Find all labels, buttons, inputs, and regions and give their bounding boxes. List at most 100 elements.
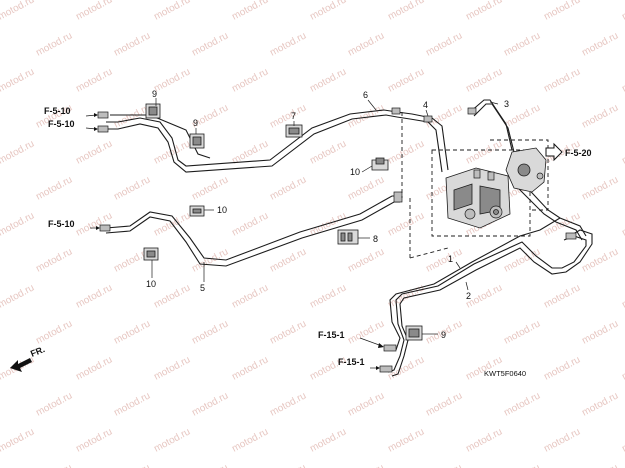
watermark-text: motod.ru <box>308 66 348 94</box>
watermark-text: motod.ru <box>346 246 386 274</box>
watermark-text: motod.ru <box>112 390 152 418</box>
watermark-text: motod.ru <box>346 102 386 130</box>
watermark-text: motod.ru <box>34 246 74 274</box>
pipe-1 <box>389 217 561 351</box>
abs-bracket <box>490 139 549 211</box>
watermark-text: motod.ru <box>580 318 620 346</box>
callout-10-middle: 10 <box>217 205 227 215</box>
callout-5: 5 <box>200 283 205 293</box>
watermark-text: motod.ru <box>620 210 625 238</box>
watermark-text: motod.ru <box>424 30 464 58</box>
watermark-text: motod.ru <box>74 426 114 454</box>
watermark-text: motod.ru <box>346 174 386 202</box>
callout-7: 7 <box>291 111 296 121</box>
watermark-text: motod.ru <box>424 462 464 468</box>
watermark-text: motod.ru <box>308 0 348 23</box>
watermark-text: motod.ru <box>542 66 582 94</box>
watermark-text: motod.ru <box>542 426 582 454</box>
pipe-5 <box>105 195 400 267</box>
front-arrow-icon <box>10 358 32 372</box>
watermark-text: motod.ru <box>580 174 620 202</box>
callout-1: 1 <box>448 254 453 264</box>
watermark-text: motod.ru <box>502 390 542 418</box>
dash-outline <box>401 112 449 259</box>
pipe-upper-left <box>110 114 211 159</box>
watermark-text: motod.ru <box>190 30 230 58</box>
clamp-9-upper <box>145 103 161 119</box>
clamp-9-lower <box>405 325 423 341</box>
watermark-text: motod.ru <box>230 282 270 310</box>
watermark-text: motod.ru <box>386 0 426 23</box>
ref-f-5-20: F-5-20 <box>565 148 592 158</box>
watermark-text: motod.ru <box>542 354 582 382</box>
watermark-text: motod.ru <box>386 66 426 94</box>
watermark-text: motod.ru <box>308 426 348 454</box>
watermark-text: motod.ru <box>268 246 308 274</box>
watermark-text: motod.ru <box>268 318 308 346</box>
watermark-text: motod.ru <box>386 282 426 310</box>
clamp-8 <box>337 229 359 245</box>
watermark-text: motod.ru <box>74 354 114 382</box>
watermark-text: motod.ru <box>34 30 74 58</box>
flare-nuts <box>97 107 577 373</box>
watermark-text: motod.ru <box>34 462 74 468</box>
watermark-text: motod.ru <box>620 0 625 23</box>
watermark-text: motod.ru <box>0 282 36 310</box>
watermark-text: motod.ru <box>74 138 114 166</box>
watermark-text: motod.ru <box>502 462 542 468</box>
watermark-text: motod.ru <box>620 282 625 310</box>
watermark-text: motod.ru <box>502 30 542 58</box>
watermark-text: motod.ru <box>464 138 504 166</box>
watermark-text: motod.ru <box>268 462 308 468</box>
watermark-text: motod.ru <box>190 174 230 202</box>
watermark-text: motod.ru <box>152 354 192 382</box>
watermark-text: motod.ru <box>386 426 426 454</box>
watermark-text: motod.ru <box>0 138 36 166</box>
clamp-9-middle <box>189 133 205 149</box>
watermark-text: motod.ru <box>464 66 504 94</box>
callout-10-upper: 10 <box>350 167 360 177</box>
f-5-20-arrow-icon <box>545 142 563 162</box>
ref-f-5-10-upper: F-5-10 <box>44 106 71 116</box>
watermark-text: motod.ru <box>580 102 620 130</box>
watermark-text: motod.ru <box>424 390 464 418</box>
clip-10-lower <box>143 247 159 261</box>
watermark-text: motod.ru <box>346 318 386 346</box>
watermark-text: motod.ru <box>268 30 308 58</box>
watermark-text: motod.ru <box>620 354 625 382</box>
watermark-text: motod.ru <box>0 66 36 94</box>
watermark-text: motod.ru <box>0 210 36 238</box>
watermark-text: motod.ru <box>190 462 230 468</box>
watermark-text: motod.ru <box>346 390 386 418</box>
callout-2: 2 <box>466 291 471 301</box>
watermark-text: motod.ru <box>152 0 192 23</box>
watermark-text: motod.ru <box>542 282 582 310</box>
watermark-text: motod.ru <box>0 426 36 454</box>
diagram-code: KWT5F0640 <box>484 369 526 378</box>
callout-8: 8 <box>373 234 378 244</box>
watermark-text: motod.ru <box>308 282 348 310</box>
front-label: FR. <box>29 344 46 359</box>
watermark-text: motod.ru <box>112 174 152 202</box>
watermark-text: motod.ru <box>112 462 152 468</box>
watermark-text: motod.ru <box>464 426 504 454</box>
watermark-text: motod.ru <box>74 0 114 23</box>
callout-9-lower: 9 <box>441 330 446 340</box>
watermark-text: motod.ru <box>620 426 625 454</box>
watermark-text: motod.ru <box>580 246 620 274</box>
watermark-text: motod.ru <box>74 282 114 310</box>
watermark-text: motod.ru <box>230 66 270 94</box>
watermark-text: motod.ru <box>34 390 74 418</box>
watermark-text: motod.ru <box>386 210 426 238</box>
abs-modulator <box>431 149 531 237</box>
callout-4: 4 <box>423 100 428 110</box>
callout-6: 6 <box>363 90 368 100</box>
watermark-text: motod.ru <box>230 354 270 382</box>
watermark-text: motod.ru <box>502 318 542 346</box>
watermark-text: motod.ru <box>580 462 620 468</box>
callout-3: 3 <box>504 99 509 109</box>
clamp-7 <box>285 124 303 138</box>
watermark-text: motod.ru <box>190 246 230 274</box>
watermark-text: motod.ru <box>464 0 504 23</box>
